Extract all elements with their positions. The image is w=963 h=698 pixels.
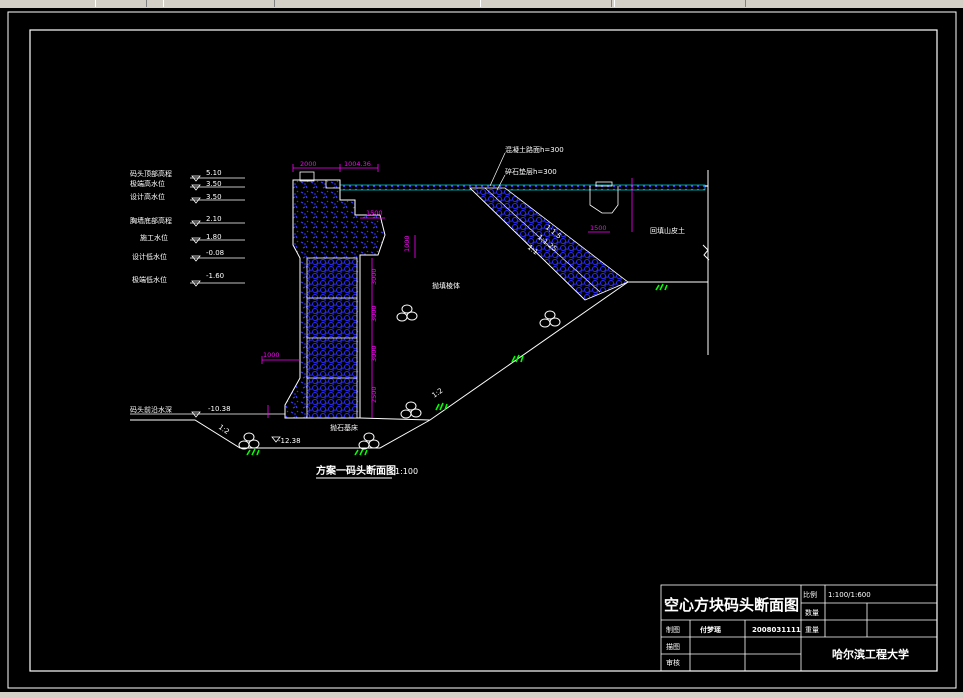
slope-lines — [130, 281, 708, 449]
section-scale: 1:100 — [395, 467, 418, 476]
dimension-labels: 2000 1004.36 1500 1000 1500 1000 3000 30… — [263, 160, 607, 403]
level-labels: 码头顶部高程 极端高水位 设计高水位 胸墙底部高程 施工水位 设计低水位 极端低… — [130, 169, 301, 445]
level-value: 5.10 — [206, 169, 222, 177]
outer-frame — [7, 11, 957, 689]
drawn-name: 付梦瑶 — [700, 625, 721, 634]
level-label: 施工水位 — [140, 233, 168, 242]
level-value: -10.38 — [208, 405, 231, 413]
dim-1500b: 1500 — [590, 224, 607, 232]
toolbar-field-1[interactable] — [95, 0, 147, 7]
level-value: 3.50 — [206, 193, 222, 201]
dim-1000: 1000 — [263, 351, 280, 359]
toolbar-field-3[interactable] — [480, 0, 612, 7]
review-label: 审核 — [666, 658, 680, 667]
level-label: 设计低水位 — [132, 252, 167, 261]
note-original-soil: 回填山皮土 — [650, 226, 685, 235]
drawn-label: 制图 — [666, 625, 680, 634]
grass-marks — [246, 283, 668, 456]
drain-trench — [589, 181, 619, 214]
level-value: 1.80 — [206, 233, 222, 241]
ratio-value: 1:100/1:600 — [828, 591, 871, 599]
level-value: -0.08 — [206, 249, 224, 257]
note-backfill: 抛填棱体 — [432, 281, 460, 290]
leader-lines — [489, 152, 506, 191]
drawing-canvas[interactable]: 码头顶部高程 极端高水位 设计高水位 胸墙底部高程 施工水位 设计低水位 极端低… — [0, 8, 963, 692]
dim-1004: 1004.36 — [344, 160, 371, 168]
toolbar-field-2[interactable] — [163, 0, 275, 7]
block-dim: 3000 — [370, 268, 378, 285]
bottom-level: -12.38 — [278, 437, 301, 445]
university-name: 哈尔滨工程大学 — [832, 647, 909, 661]
quay-wall — [284, 171, 386, 419]
draft-label: 描图 — [666, 642, 680, 651]
level-value: 2.10 — [206, 215, 222, 223]
toolbar-field-4[interactable] — [614, 0, 746, 7]
drawing-svg: 码头顶部高程 极端高水位 设计高水位 胸墙底部高程 施工水位 设计低水位 极端低… — [7, 11, 957, 689]
level-value: -1.60 — [206, 272, 224, 280]
drawn-id: 2008031111 — [752, 626, 801, 634]
dimension-lines — [261, 164, 633, 418]
block-dim: 3000 — [370, 305, 378, 322]
level-marks — [130, 175, 285, 443]
concrete-road — [339, 184, 706, 191]
slope-label: 1:2 — [217, 423, 231, 436]
level-label: 极端低水位 — [132, 275, 167, 284]
drawing-title: 空心方块码头断面图 — [664, 596, 799, 614]
level-value: 3.50 — [206, 180, 222, 188]
stones — [238, 304, 561, 450]
note-concrete-road: 混凝土路面h=300 — [505, 145, 564, 154]
weight-label: 重量 — [805, 626, 819, 634]
section-caption: 方案一码头断面图 1:100 — [316, 464, 418, 479]
level-label: 码头前沿水深 — [130, 405, 172, 414]
level-label: 胸墙底部高程 — [130, 216, 172, 225]
note-rubble-base: 抛石基床 — [330, 423, 358, 432]
dim-2000: 2000 — [300, 160, 317, 168]
dim-1000b: 1000 — [403, 235, 411, 252]
title-block — [660, 584, 938, 672]
cad-toolbar — [0, 0, 963, 8]
title-block-text: 空心方块码头断面图 比例 1:100/1:600 数量 重量 制图 付梦瑶 20… — [664, 590, 909, 667]
dim-1500: 1500 — [366, 209, 383, 217]
ratio-label: 比例 — [803, 590, 817, 599]
note-gravel-layer: 碎石垫层h=300 — [505, 167, 557, 176]
level-label: 设计高水位 — [130, 192, 165, 201]
qty-label: 数量 — [805, 608, 819, 617]
level-label: 码头顶部高程 — [130, 169, 172, 178]
block-dim: 3000 — [370, 345, 378, 362]
level-label: 极端高水位 — [130, 179, 165, 188]
inner-frame — [29, 29, 938, 672]
block-dim: 2500 — [370, 386, 378, 403]
break-symbol — [702, 244, 710, 261]
status-strip — [0, 692, 963, 698]
section-title: 方案一码头断面图 — [316, 464, 396, 477]
slope-label: 1:2 — [431, 387, 445, 400]
